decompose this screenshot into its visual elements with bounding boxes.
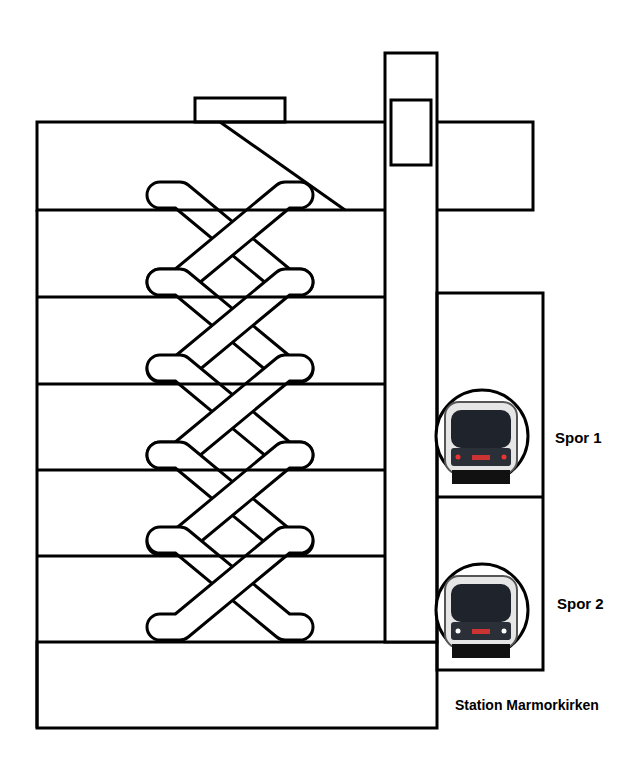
track-label: Spor 1 xyxy=(555,429,602,446)
escalators xyxy=(160,195,300,627)
track-label: Spor 2 xyxy=(557,595,604,612)
escalator-band xyxy=(160,540,300,627)
train-icon xyxy=(436,564,528,658)
escalator-band xyxy=(160,540,300,627)
station-name: Station Marmorkirken xyxy=(455,697,599,713)
escalator-band xyxy=(160,540,300,627)
building-outline xyxy=(37,53,543,728)
escalator-band xyxy=(160,540,300,627)
train-icon xyxy=(436,390,528,484)
